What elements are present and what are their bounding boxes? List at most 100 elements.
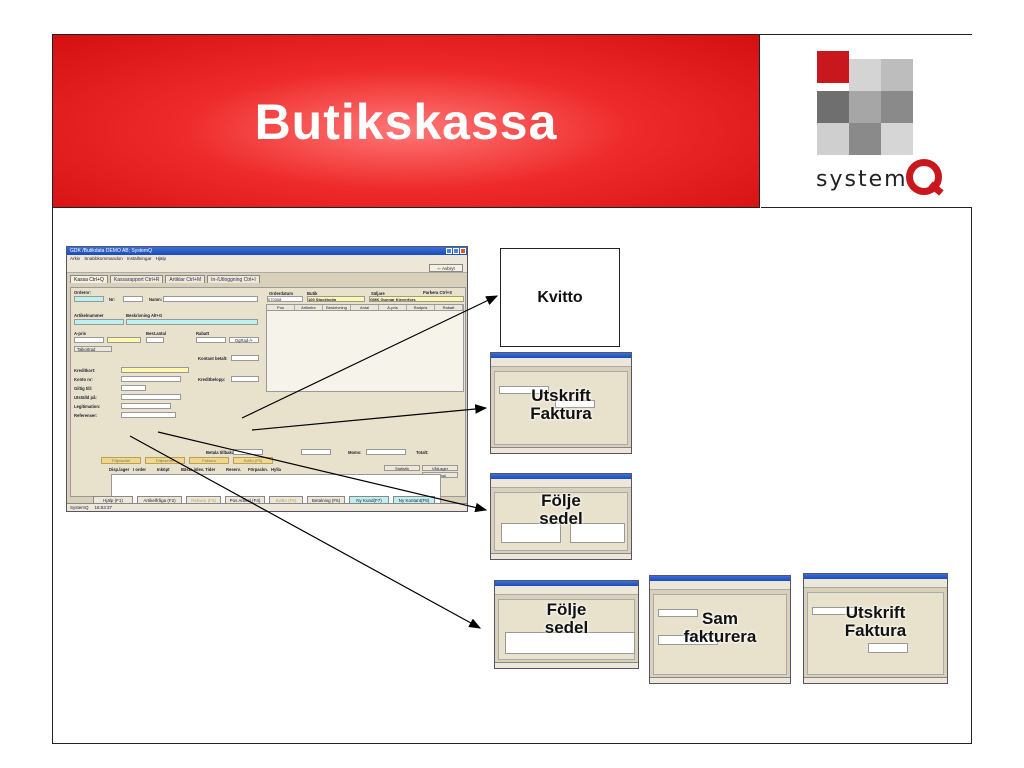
label-betala-tillbaka: Betala tillbaka: <box>206 450 236 455</box>
tab-artiklar[interactable]: Artiklar Ctrl+M <box>165 275 206 283</box>
referens-field[interactable] <box>121 412 176 418</box>
kreditkort-select[interactable] <box>121 367 189 373</box>
app-title: GDK /Butikdata DEMO AB; SystemQ <box>70 248 152 254</box>
menu-hjalp[interactable]: Hjälp <box>155 256 167 261</box>
col-disp-lager: Disp.lager <box>109 467 130 472</box>
parkera-button[interactable]: Parkera Ctrl+S <box>423 290 452 295</box>
back-arrow-icon: ⇐ <box>437 266 443 271</box>
label-kontant: Kontant betalt: <box>198 356 228 361</box>
label-nr: Nr: <box>109 297 116 302</box>
konto-field[interactable] <box>121 376 181 382</box>
betala-tillbaka-field[interactable] <box>233 449 263 455</box>
title-banner: Butikskassa <box>53 35 760 208</box>
apris-field[interactable] <box>74 337 104 343</box>
cancel-button[interactable]: ⇐ Avbryt <box>429 264 463 272</box>
tab-inutloggning[interactable]: In-/Utloggning Ctrl+I <box>207 275 260 283</box>
status-bar: SystemQ 16:53:37 <box>67 503 467 511</box>
kvitto-box: Kvitto <box>500 248 620 347</box>
tab-kassa[interactable]: Kassa Ctrl+Q <box>70 275 108 283</box>
logo-square <box>817 123 849 155</box>
menu-installningar[interactable]: Inställningar <box>126 256 152 261</box>
status-app: SystemQ <box>70 505 89 510</box>
legitimation-field[interactable] <box>121 403 171 409</box>
label-konto: Konto nr: <box>74 377 93 382</box>
col-reserv: Reserv. <box>226 467 241 472</box>
order-lines-table: Pos Artikelnr Beskrivning Antal A-pris R… <box>266 304 464 392</box>
giltig-field[interactable] <box>121 385 146 391</box>
foljesedel-button[interactable]: Följesedel <box>101 457 141 464</box>
label-beskrivning: Beskrivning Alt+G <box>126 313 163 318</box>
logo-square <box>849 59 881 91</box>
logo-square <box>881 91 913 123</box>
col-beskrivning: Beskrivning <box>323 305 351 310</box>
label-giltig: Giltig till: <box>74 386 93 391</box>
kassa-pane: Ordernr: Nr: Namn: Artikelnummer Beskriv… <box>70 287 466 511</box>
talkort-button[interactable]: Talkortrad <box>74 346 112 352</box>
tab-kassarapport[interactable]: Kassarapport Ctrl+R <box>109 275 164 283</box>
label-totalt: Totalt: <box>416 450 429 455</box>
label-legitimation: Legitimation: <box>74 404 101 409</box>
rabatt-field[interactable] <box>196 337 226 343</box>
kvitto-label: Kvitto <box>537 289 583 306</box>
nr-field[interactable] <box>123 296 143 302</box>
logo-square-red <box>817 51 849 83</box>
beskrivning-field[interactable] <box>126 319 258 325</box>
label-namn: Namn: <box>149 297 163 302</box>
logo-square <box>881 123 913 155</box>
logo-square <box>849 91 881 123</box>
kvitto-button[interactable]: Kvitto (F5) <box>233 457 273 464</box>
kreditbelopp-field[interactable] <box>231 376 259 382</box>
logo-square <box>881 59 913 91</box>
col-artikelnr: Artikelnr <box>295 305 323 310</box>
minimize-icon[interactable] <box>446 248 452 254</box>
menu-snabbkommandon[interactable]: Snabbkommandon <box>84 256 123 261</box>
toolbar: ⇐ Avbryt <box>67 262 467 273</box>
label-moms: Moms: <box>348 450 362 455</box>
orderdatum-field[interactable]: 070308 <box>267 296 303 302</box>
menu-arkiv[interactable]: Arkiv <box>70 256 81 261</box>
col-inkopt: Inköpt <box>157 467 170 472</box>
label-saljare: Säljare <box>371 291 385 296</box>
statistik-button[interactable]: Statistik <box>384 465 420 471</box>
faktura-button[interactable]: Faktura <box>189 457 229 464</box>
unit-select[interactable] <box>107 337 141 343</box>
utstalld-field[interactable] <box>121 394 181 400</box>
col-rabatt: Rabatt <box>435 305 463 310</box>
col-i-order: I order <box>133 467 147 472</box>
artikelnummer-field[interactable] <box>74 319 124 325</box>
close-icon[interactable] <box>460 248 466 254</box>
namn-field[interactable] <box>163 296 258 302</box>
col-radpris: Radpris <box>407 305 435 310</box>
menubar: Arkiv Snabbkommandon Inställningar Hjälp <box>67 255 467 262</box>
vatlager-button[interactable]: VåtLager <box>422 465 458 471</box>
ordernr-field[interactable] <box>74 296 104 302</box>
col-basta-inlev: Bästa inlev. Tider <box>181 467 216 472</box>
logo-q-icon <box>906 159 942 195</box>
maximize-icon[interactable] <box>453 248 459 254</box>
butik-select[interactable]: 100 Stockholm <box>307 296 365 302</box>
status-time: 16:53:37 <box>94 505 113 510</box>
logo-text: system <box>816 167 908 192</box>
logo-square <box>817 91 849 123</box>
moms-field[interactable] <box>366 449 406 455</box>
table-header: Pos Artikelnr Beskrivning Antal A-pris R… <box>267 305 463 311</box>
logo-square <box>849 123 881 155</box>
summa-field[interactable] <box>301 449 331 455</box>
bestantal-field[interactable] <box>146 337 164 343</box>
kontant-field[interactable] <box>231 355 259 361</box>
tab-bar: Kassa Ctrl+Q Kassarapport Ctrl+R Artikla… <box>67 273 467 283</box>
ogrand-button[interactable]: OgRad-/+ <box>229 337 259 343</box>
col-antal: Antal <box>351 305 379 310</box>
col-apris: A-pris <box>379 305 407 310</box>
foljesedel-button-2[interactable]: Följesedel <box>145 457 185 464</box>
saljare-select[interactable]: GMK Gunnar Kleverfors <box>369 296 464 302</box>
label-kreditbelopp: Kreditbelopp: <box>198 377 226 382</box>
